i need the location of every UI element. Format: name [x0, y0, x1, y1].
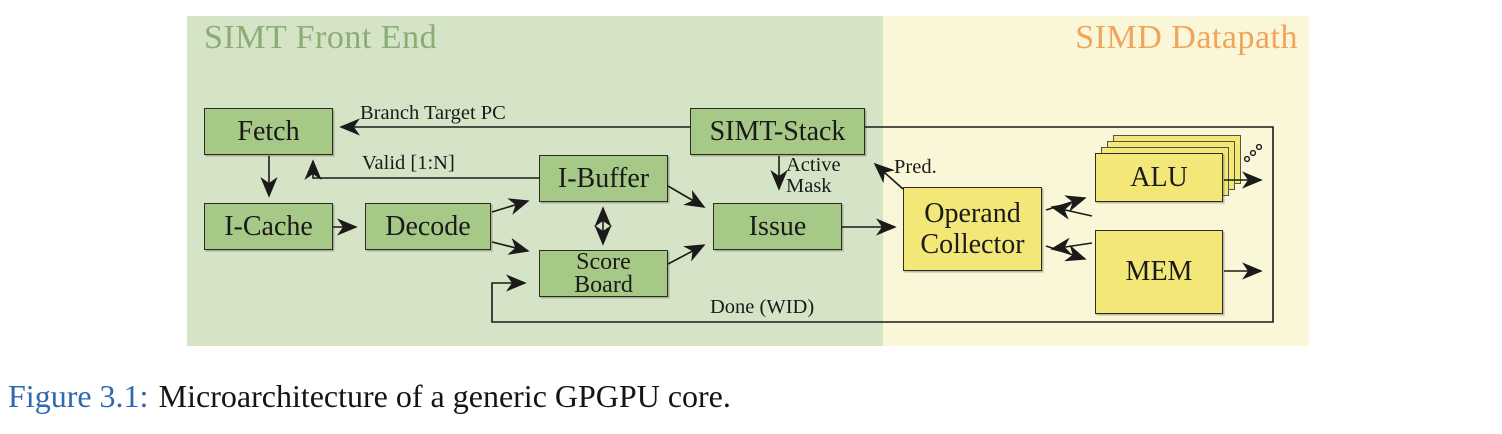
active-mask-label-line2: Mask [786, 174, 832, 197]
simt-front-end-title: SIMT Front End [204, 19, 438, 56]
operand-collector-label-line2: Collector [920, 229, 1025, 260]
alu-label: ALU [1130, 161, 1188, 193]
figure-caption: Figure 3.1:Microarchitecture of a generi… [8, 378, 731, 415]
scoreboard-label-line2: Board [574, 271, 633, 298]
simt-stack-label: SIMT-Stack [709, 115, 846, 147]
issue-block: Issue [713, 203, 842, 250]
figure-caption-text: Microarchitecture of a generic GPGPU cor… [158, 378, 731, 414]
done-wid-label: Done (WID) [710, 296, 815, 318]
simd-datapath-title: SIMD Datapath [1075, 19, 1298, 56]
branch-target-pc-label: Branch Target PC [360, 102, 506, 124]
pred-label: Pred. [894, 156, 937, 178]
scoreboard-block: Score Board [539, 250, 668, 297]
fetch-label: Fetch [237, 115, 300, 147]
mem-label: MEM [1125, 256, 1193, 288]
ibuffer-block: I-Buffer [539, 155, 668, 202]
active-mask-label-line1: Active [786, 154, 841, 176]
figure-caption-number: Figure 3.1: [8, 378, 149, 414]
operand-collector-block: Operand Collector [903, 187, 1042, 271]
simt-stack-block: SIMT-Stack [690, 108, 865, 155]
decode-label: Decode [385, 210, 471, 242]
mem-block: MEM [1095, 230, 1223, 314]
fetch-block: Fetch [204, 108, 333, 155]
issue-label: Issue [748, 210, 807, 242]
icache-block: I-Cache [204, 203, 333, 250]
scoreboard-label-line1: Score [576, 248, 631, 275]
active-mask-label: Active Mask [786, 155, 841, 197]
ibuffer-label: I-Buffer [557, 162, 650, 194]
decode-block: Decode [365, 203, 491, 250]
operand-collector-label-line1: Operand [924, 197, 1021, 229]
icache-label: I-Cache [224, 210, 313, 242]
valid-label: Valid [1:N] [362, 152, 455, 174]
alu-block: ALU [1095, 153, 1223, 202]
